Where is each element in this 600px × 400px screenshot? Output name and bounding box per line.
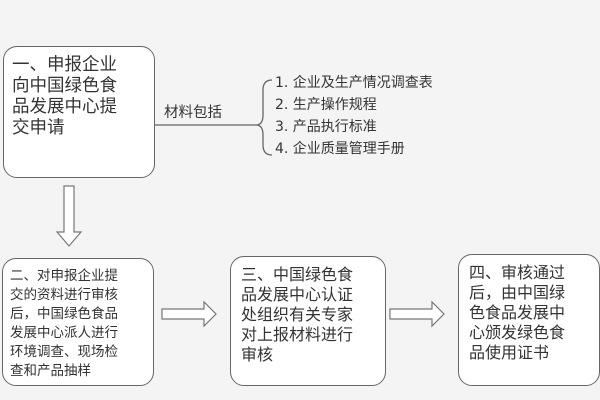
materials-brace: [255, 79, 273, 156]
step-3-text: 三、中国绿色食 品发展中心认证 处组织有关专家 对上报材料进行 审核: [241, 265, 354, 364]
step-2-box: 二、对申报企业提 交的资料进行审核 后，中国绿色食品 发展中心派人进行 环境调查…: [2, 258, 154, 386]
step-2-text: 二、对申报企业提 交的资料进行审核 后，中国绿色食品 发展中心派人进行 环境调查…: [10, 268, 118, 379]
materials-item: 1. 企业及生产情况调查表: [275, 75, 433, 91]
step-4-text: 四、审核通过 后，由中国绿 色食品发展中 心颁发绿色食 品使用证书: [469, 263, 566, 362]
step-4-box: 四、审核通过 后，由中国绿 色食品发展中 心颁发绿色食 品使用证书: [458, 254, 600, 386]
materials-list: 1. 企业及生产情况调查表 2. 生产操作规程 3. 产品执行标准 4. 企业质…: [275, 72, 433, 160]
down-arrow: [55, 185, 83, 247]
right-arrow-2: [389, 300, 445, 328]
step-1-box: 一、申报企业 向中国绿色食 品发展中心提 交申请: [3, 46, 155, 178]
step-1-text: 一、申报企业 向中国绿色食 品发展中心提 交申请: [12, 55, 117, 138]
materials-label: 材料包括: [164, 105, 222, 121]
materials-item: 4. 企业质量管理手册: [275, 141, 405, 157]
materials-item: 3. 产品执行标准: [275, 119, 377, 135]
materials-item: 2. 生产操作规程: [275, 97, 377, 113]
step-3-box: 三、中国绿色食 品发展中心认证 处组织有关专家 对上报材料进行 审核: [230, 256, 386, 386]
right-arrow-1: [161, 300, 217, 328]
